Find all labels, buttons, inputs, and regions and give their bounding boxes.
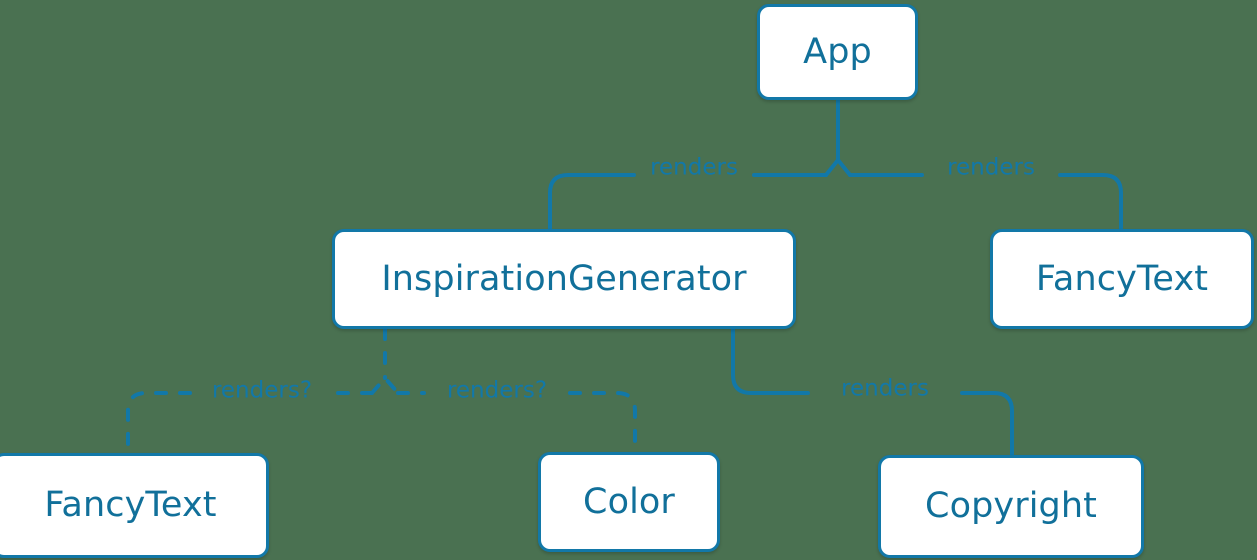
edge-bus-junction-peak	[824, 158, 852, 177]
edge-label-inspiration-generator-renders-color: renders?	[446, 377, 548, 404]
node-fancytext-left[interactable]: FancyText	[0, 453, 269, 558]
node-app[interactable]: App	[757, 4, 918, 100]
edge-app-inspiration-right-segment	[548, 173, 636, 231]
node-copyright[interactable]: Copyright	[878, 455, 1144, 558]
edge-label-inspiration-generator-renders-copyright: renders	[841, 375, 929, 402]
node-inspiration-generator-label: InspirationGenerator	[381, 258, 747, 299]
edge-label-app-renders-fancytext: renders	[947, 154, 1035, 181]
node-color-label: Color	[583, 481, 675, 522]
node-fancytext-left-label: FancyText	[44, 485, 217, 525]
edge-ig-dashed-junction-peak	[370, 376, 400, 395]
node-fancytext-right[interactable]: FancyText	[990, 229, 1254, 329]
edge-ig-copyright-right-segment	[960, 391, 1014, 457]
node-copyright-label: Copyright	[925, 486, 1097, 526]
node-fancytext-right-label: FancyText	[1035, 258, 1209, 299]
edge-ig-color-right-segment	[568, 391, 637, 454]
edge-label-inspiration-generator-renders-fancytext: renders?	[211, 377, 313, 404]
edge-ig-fancytext-left-segment	[126, 391, 192, 455]
edge-label-app-renders-inspiration-generator: renders	[650, 154, 738, 181]
edge-app-fancytext-right-segment	[1058, 173, 1123, 231]
node-app-label: App	[803, 31, 872, 72]
node-inspiration-generator[interactable]: InspirationGenerator	[332, 229, 796, 329]
node-color[interactable]: Color	[538, 452, 720, 552]
edge-ig-copyright-left-segment	[731, 327, 810, 395]
